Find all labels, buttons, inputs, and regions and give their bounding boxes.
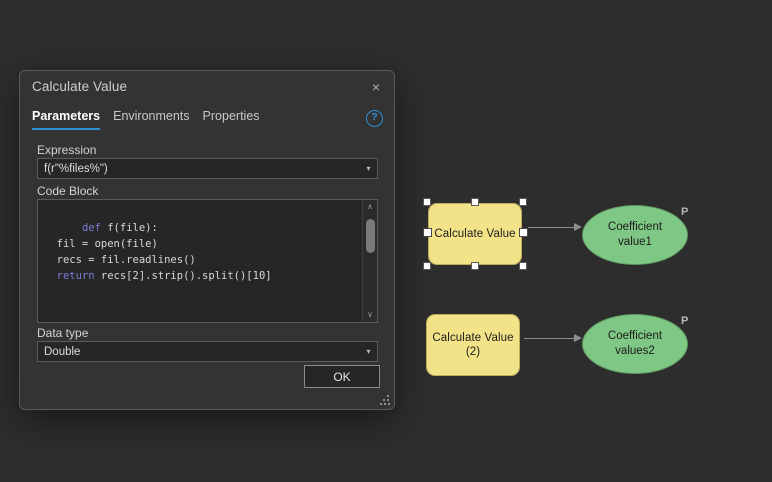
scrollbar-thumb[interactable] <box>366 219 375 253</box>
ok-button[interactable]: OK <box>304 365 380 388</box>
input-port-handle[interactable] <box>422 228 432 237</box>
variable-node-ellipse[interactable]: Coefficient values2 <box>582 314 688 374</box>
chevron-down-icon[interactable]: ▾ <box>366 346 371 356</box>
code-keyword-def: def <box>81 222 101 234</box>
tool-node-box[interactable]: Calculate Value <box>428 203 522 265</box>
parameter-badge: P <box>681 206 689 218</box>
variable-node-label: Coefficient value1 <box>607 221 663 248</box>
expression-input[interactable]: f(r"%files%") ▾ <box>37 158 378 179</box>
data-type-select[interactable]: Double ▾ <box>37 341 378 362</box>
close-icon[interactable]: × <box>371 79 381 95</box>
code-block-editor[interactable]: def f(file): fil = open(file) recs = fil… <box>37 199 378 323</box>
dialog-tabs[interactable]: Parameters Environments Properties <box>32 109 260 130</box>
tool-node-label: Calculate Value <box>434 228 516 240</box>
connector-line <box>528 227 574 228</box>
chevron-down-icon[interactable]: ▾ <box>366 163 371 173</box>
help-icon[interactable]: ? <box>366 110 383 127</box>
variable-node-ellipse[interactable]: Coefficient value1 <box>582 205 688 265</box>
tool-node-box[interactable]: Calculate Value (2) <box>426 314 520 376</box>
expression-label: Expression <box>37 143 97 157</box>
code-line-3: recs[2].strip().split()[10] <box>94 270 272 282</box>
expression-value: f(r"%files%") <box>44 162 108 175</box>
selection-handle-bottom-center[interactable] <box>471 262 479 270</box>
scroll-down-icon[interactable]: ∨ <box>367 310 373 319</box>
selection-handle-top-center[interactable] <box>471 198 479 206</box>
tool-node-label: Calculate Value (2) <box>432 332 514 358</box>
variable-node-label: Coefficient values2 <box>607 330 663 357</box>
connector-arrowhead <box>574 223 582 231</box>
tab-parameters[interactable]: Parameters <box>32 109 101 130</box>
scroll-up-icon[interactable]: ∧ <box>367 202 373 211</box>
code-block-scrollbar[interactable]: ∧ ∨ <box>362 200 377 322</box>
connector-line <box>524 338 574 339</box>
connector-calculate-value-1[interactable] <box>528 222 582 234</box>
code-block-text: def f(file): fil = open(file) recs = fil… <box>44 204 272 300</box>
data-type-label: Data type <box>37 326 89 340</box>
tab-environments[interactable]: Environments <box>113 109 190 123</box>
code-keyword-return: return <box>44 270 95 282</box>
code-block-label: Code Block <box>37 184 99 198</box>
code-line-1: fil = open(file) <box>44 238 158 250</box>
output-port-handle[interactable] <box>519 228 528 237</box>
dialog-titlebar[interactable]: Calculate Value × <box>20 71 394 103</box>
selection-handle-top-left[interactable] <box>423 198 431 206</box>
data-type-value: Double <box>44 345 81 358</box>
calculate-value-dialog[interactable]: Calculate Value × Parameters Environment… <box>19 70 395 410</box>
code-line-2: recs = fil.readlines() <box>44 254 196 266</box>
connector-calculate-value-2[interactable] <box>524 333 582 345</box>
code-line-0: f(file): <box>100 222 158 234</box>
tab-properties[interactable]: Properties <box>202 109 260 123</box>
selection-handle-bottom-right[interactable] <box>519 262 527 270</box>
resize-grip[interactable] <box>380 395 390 405</box>
connector-arrowhead <box>574 334 582 342</box>
selection-handle-top-right[interactable] <box>519 198 527 206</box>
selection-handle-bottom-left[interactable] <box>423 262 431 270</box>
dialog-title: Calculate Value <box>32 79 128 94</box>
parameter-badge: P <box>681 315 689 327</box>
